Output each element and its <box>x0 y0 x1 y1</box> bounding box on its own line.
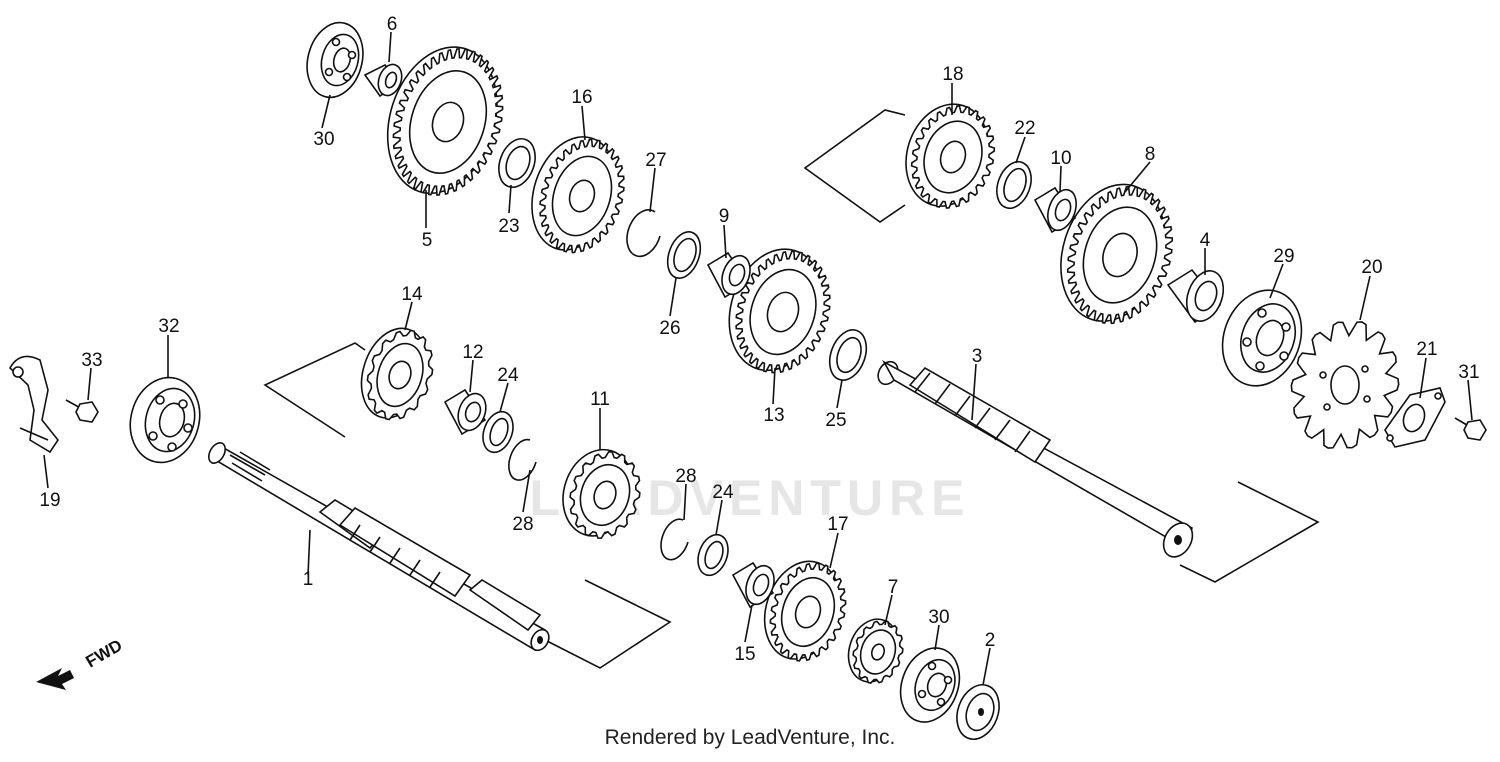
countershaft-part-3 <box>877 359 1194 558</box>
part-label-21: 21 <box>1416 339 1437 360</box>
guide-lines <box>263 109 1320 669</box>
part-label-31: 31 <box>1458 362 1479 383</box>
bearing-part-32 <box>129 376 201 464</box>
fwd-arrow: FWD <box>36 636 126 690</box>
part-label-25: 25 <box>825 410 846 431</box>
fwd-label: FWD <box>83 636 126 672</box>
bolt-part-31 <box>1454 417 1487 441</box>
part-label-17: 17 <box>827 514 848 535</box>
part-label-3: 3 <box>972 346 983 367</box>
gear-part-7 <box>847 618 904 684</box>
retainer-part-21 <box>1384 387 1446 448</box>
part-label-22: 22 <box>1014 118 1035 139</box>
part-label-24b: 24 <box>712 482 734 503</box>
part-label-30a: 30 <box>313 129 334 150</box>
part-label-27: 27 <box>645 150 666 171</box>
part-label-8: 8 <box>1145 144 1156 165</box>
bushing-part-9 <box>706 251 751 299</box>
part-label-29: 29 <box>1273 246 1294 267</box>
part-label-6: 6 <box>387 14 398 35</box>
part-label-20: 20 <box>1361 257 1382 278</box>
part-label-9: 9 <box>719 206 730 227</box>
part-label-26: 26 <box>659 318 680 339</box>
part-label-14: 14 <box>401 284 423 305</box>
collar-part-6 <box>363 63 403 98</box>
leader-lines <box>43 31 1473 686</box>
part-label-5: 5 <box>422 230 433 251</box>
mainshaft-part-1 <box>208 442 550 652</box>
bushing-part-15 <box>731 561 775 609</box>
part-label-30b: 30 <box>928 607 949 628</box>
bearing-part-29 <box>1221 289 1303 387</box>
bolt-part-33 <box>65 399 99 423</box>
sprocket-part-20 <box>1290 321 1400 449</box>
part-label-15: 15 <box>734 644 755 665</box>
bushing-part-4 <box>1166 268 1225 324</box>
part-label-10: 10 <box>1050 148 1071 169</box>
part-label-7: 7 <box>888 577 899 598</box>
part-label-19: 19 <box>39 490 60 511</box>
part-label-28a: 28 <box>675 466 696 487</box>
washers <box>482 137 1032 740</box>
bushing-part-12 <box>443 388 487 436</box>
part-label-32: 32 <box>158 316 179 337</box>
gear-part-18 <box>905 103 996 209</box>
part-label-28b: 28 <box>512 514 533 535</box>
part-label-11: 11 <box>590 389 610 410</box>
part-label-13: 13 <box>763 405 784 426</box>
gear-part-14 <box>360 327 434 421</box>
gear-part-8 <box>1060 183 1174 325</box>
part-labels: 1 2 3 4 5 6 7 8 9 10 11 12 13 14 15 16 1… <box>39 14 1479 665</box>
gears <box>360 46 1174 684</box>
shift-arm-part-19 <box>8 355 59 454</box>
gear-part-11 <box>562 448 641 539</box>
bushing-part-10 <box>1033 186 1077 234</box>
bearing-part-30-bottom <box>899 647 961 723</box>
part-label-1: 1 <box>303 569 314 590</box>
part-label-2: 2 <box>985 630 996 651</box>
gear-part-5 <box>386 46 504 196</box>
part-label-16: 16 <box>571 87 592 108</box>
bearing-part-30-top <box>306 21 364 99</box>
gear-part-13 <box>728 248 831 374</box>
gear-part-16 <box>531 136 625 254</box>
part-label-23: 23 <box>498 216 519 237</box>
part-label-33: 33 <box>81 350 102 371</box>
part-label-18: 18 <box>942 64 963 85</box>
gear-part-17 <box>763 560 847 662</box>
part-label-4: 4 <box>1200 230 1211 251</box>
part-label-24a: 24 <box>497 365 519 386</box>
credit-line: Rendered by LeadVenture, Inc. <box>604 726 896 749</box>
part-label-12: 12 <box>462 342 483 363</box>
